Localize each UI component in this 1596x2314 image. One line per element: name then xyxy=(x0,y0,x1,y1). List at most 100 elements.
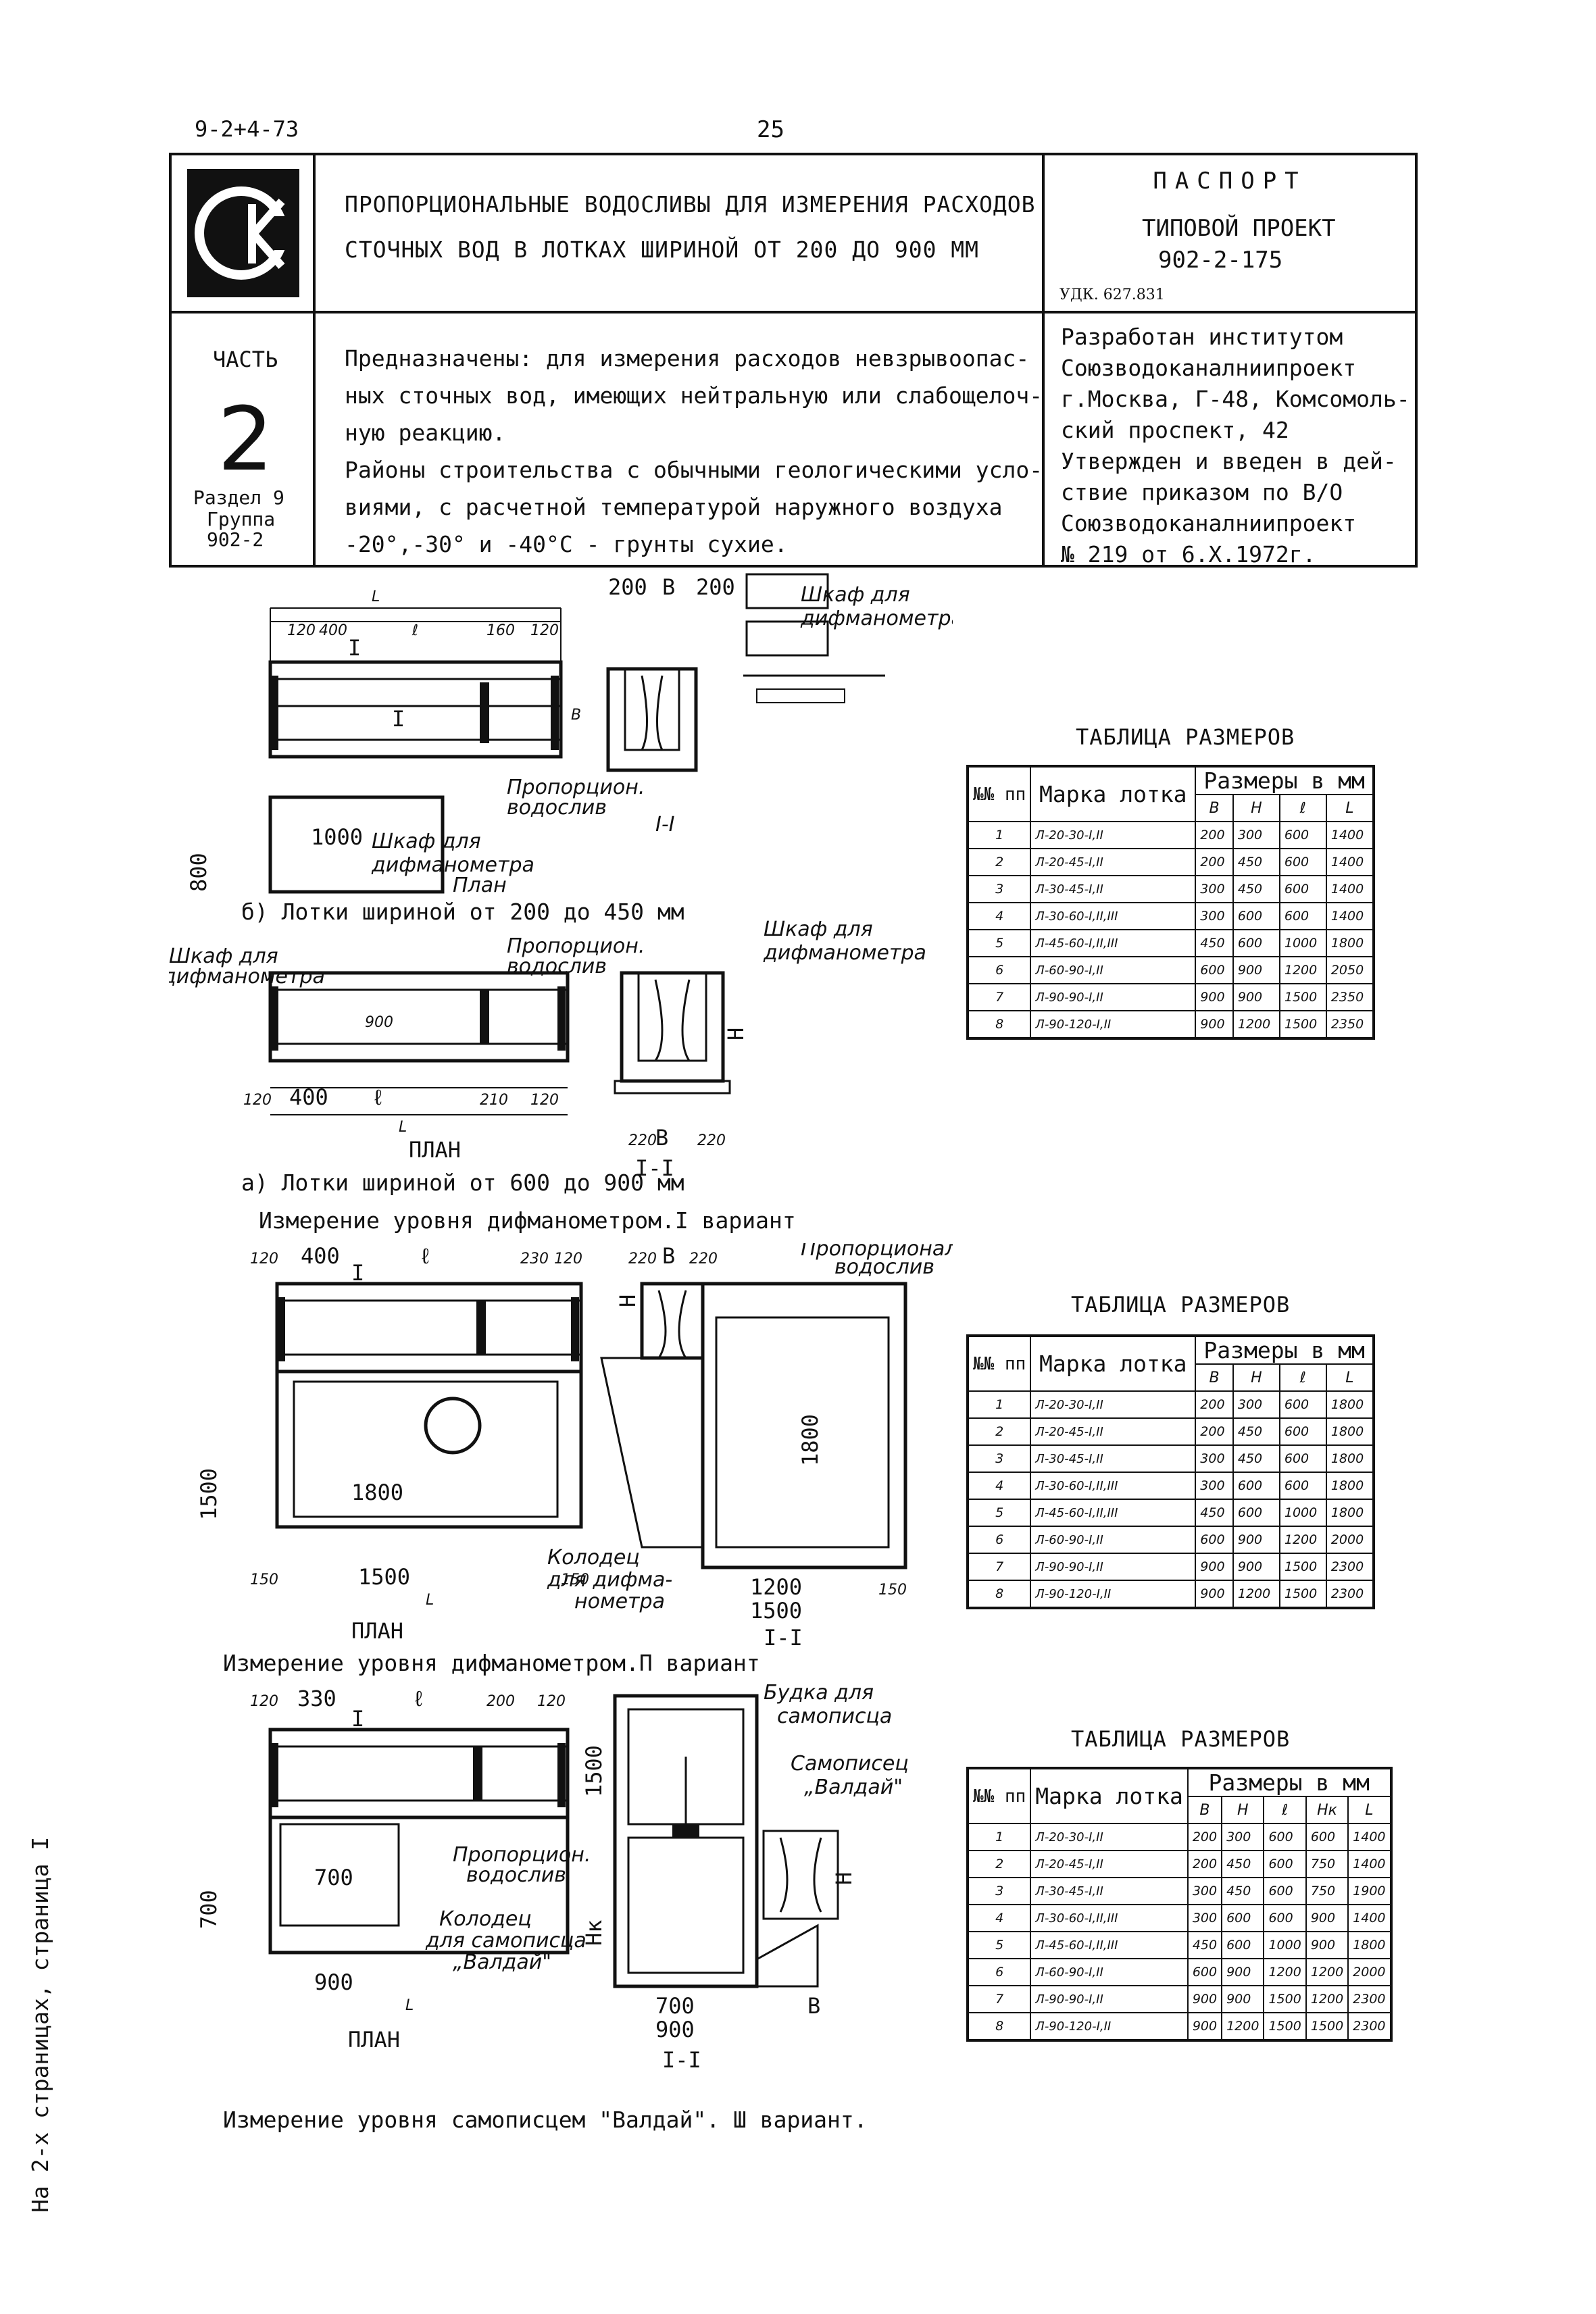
tray-mark: Л-60-90-I,II xyxy=(1030,1526,1197,1554)
row-number: 7 xyxy=(966,1985,1032,2013)
dimension-value: 600 xyxy=(1221,1931,1265,1959)
dimension-value: 300 xyxy=(1232,821,1280,849)
dimension-value: 900 xyxy=(1232,983,1280,1011)
dimension-value: 1800 xyxy=(1325,929,1375,957)
svg-text:120: 120 xyxy=(243,1092,272,1109)
group-label: Группа xyxy=(207,508,276,530)
dimension-value: 900 xyxy=(1232,1553,1280,1581)
svg-text:150: 150 xyxy=(561,1571,589,1588)
dimension-value: 200 xyxy=(1187,1823,1223,1851)
tray-mark: Л-30-45-I,II xyxy=(1030,1877,1189,1905)
dimension-value: 600 xyxy=(1263,1877,1307,1905)
svg-text:Пропорциональный: Пропорциональный xyxy=(801,1243,953,1261)
dimension-value: 600 xyxy=(1305,1823,1349,1851)
svg-text:B: B xyxy=(655,1125,668,1151)
caption-a: а) Лотки шириной от 600 до 900 мм xyxy=(241,1169,684,1196)
row-number: 8 xyxy=(966,2012,1032,2041)
dimension-value: 450 xyxy=(1195,1499,1234,1527)
udk: УДК. 627.831 xyxy=(1059,286,1165,303)
svg-text:I-I: I-I xyxy=(662,2047,701,2073)
document-code: 9-2+4-73 xyxy=(195,116,299,142)
svg-text:150: 150 xyxy=(250,1571,278,1588)
row-number: 5 xyxy=(966,1499,1032,1527)
svg-text:I: I xyxy=(351,1706,364,1732)
dimension-value: 600 xyxy=(1221,1904,1265,1932)
dimension-value: 1800 xyxy=(1325,1472,1375,1500)
dimension-value: 600 xyxy=(1195,1526,1234,1554)
dimension-value: 1400 xyxy=(1347,1904,1392,1932)
svg-text:Пропорцион.: Пропорцион. xyxy=(507,776,645,799)
svg-text:L: L xyxy=(405,1997,414,2014)
dimension-value: 1900 xyxy=(1347,1877,1392,1905)
svg-text:ℓ: ℓ xyxy=(412,1686,425,1711)
dimension-value: 600 xyxy=(1278,1417,1327,1446)
row-number: 4 xyxy=(966,902,1032,930)
size-table-1-title: ТАБЛИЦА РАЗМЕРОВ xyxy=(1076,724,1295,750)
dimension-value: 1500 xyxy=(1278,1580,1327,1609)
dimension-value: 2350 xyxy=(1325,1010,1375,1039)
dimension-value: 600 xyxy=(1232,1472,1280,1500)
svg-text:H: H xyxy=(615,1294,641,1307)
dimension-value: 600 xyxy=(1187,1958,1223,1986)
dimension-value: 450 xyxy=(1232,875,1280,903)
logo: СК xyxy=(187,169,299,297)
row-number: 6 xyxy=(966,1958,1032,1986)
row-number: 1 xyxy=(966,821,1032,849)
dimension-value: 300 xyxy=(1195,875,1234,903)
dimension-value: 450 xyxy=(1232,1444,1280,1473)
svg-text:водослив: водослив xyxy=(834,1255,934,1279)
svg-text:1200: 1200 xyxy=(750,1574,802,1600)
dimension-value: 1800 xyxy=(1325,1390,1375,1419)
dimension-value: 900 xyxy=(1305,1931,1349,1959)
svg-text:ПЛАН: ПЛАН xyxy=(409,1137,461,1163)
description: Предназначены: для измерения расходов не… xyxy=(345,345,1043,557)
dimension-value: 2000 xyxy=(1325,1526,1375,1554)
dimension-value: 200 xyxy=(1195,1390,1234,1419)
dimension-value: 1400 xyxy=(1347,1823,1392,1851)
dimension-value: 1200 xyxy=(1278,1526,1327,1554)
svg-text:Шкаф для: Шкаф для xyxy=(169,945,278,968)
dimension-value: 2300 xyxy=(1347,2012,1392,2041)
dimension-value: 1400 xyxy=(1325,875,1375,903)
drawing-b-200-450: L 120 400 ℓ 160 120 I B I 1000 800 Шкаф … xyxy=(169,573,953,1181)
svg-text:ℓ: ℓ xyxy=(419,1243,432,1269)
tray-mark: Л-30-45-I,II xyxy=(1030,1444,1197,1473)
dimension-value: 2300 xyxy=(1325,1553,1375,1581)
page-number: 25 xyxy=(757,116,784,143)
dimension-value: 1500 xyxy=(1278,1553,1327,1581)
dimension-value: 450 xyxy=(1232,1417,1280,1446)
dimension-value: 600 xyxy=(1263,1850,1307,1878)
tray-mark: Л-20-30-I,II xyxy=(1030,1823,1189,1851)
dim-L: L xyxy=(372,588,380,605)
dimension-value: 600 xyxy=(1263,1823,1307,1851)
dimension-value: 1500 xyxy=(1263,1985,1307,2013)
svg-text:210: 210 xyxy=(480,1092,508,1109)
svg-text:ℓ: ℓ xyxy=(412,622,418,639)
row-number: 6 xyxy=(966,1526,1032,1554)
svg-text:200: 200 xyxy=(696,574,735,600)
row-number: 3 xyxy=(966,875,1032,903)
svg-text:220: 220 xyxy=(628,1132,657,1149)
tray-mark: Л-60-90-I,II xyxy=(1030,956,1197,984)
dimension-value: 1200 xyxy=(1305,1958,1349,1986)
svg-text:дифманометра: дифманометра xyxy=(763,941,926,965)
svg-text:Пропорцион.: Пропорцион. xyxy=(507,934,645,958)
svg-text:1500: 1500 xyxy=(750,1598,802,1624)
caption-b: б) Лотки шириной от 200 до 450 мм xyxy=(241,899,684,925)
dimension-value: 1800 xyxy=(1347,1931,1392,1959)
row-number: 3 xyxy=(966,1444,1032,1473)
svg-text:для самописца: для самописца xyxy=(425,1929,587,1953)
dimension-value: 1200 xyxy=(1232,1010,1280,1039)
dimension-value: 1200 xyxy=(1278,956,1327,984)
drawing-variant-1: 120 400 ℓ 230 120 I 1800 1500 1500 150 1… xyxy=(196,1243,953,1649)
dimension-value: 600 xyxy=(1232,902,1280,930)
dimension-value: 200 xyxy=(1195,1417,1234,1446)
tray-mark: Л-20-45-I,II xyxy=(1030,1850,1189,1878)
dimension-value: 2000 xyxy=(1347,1958,1392,1986)
